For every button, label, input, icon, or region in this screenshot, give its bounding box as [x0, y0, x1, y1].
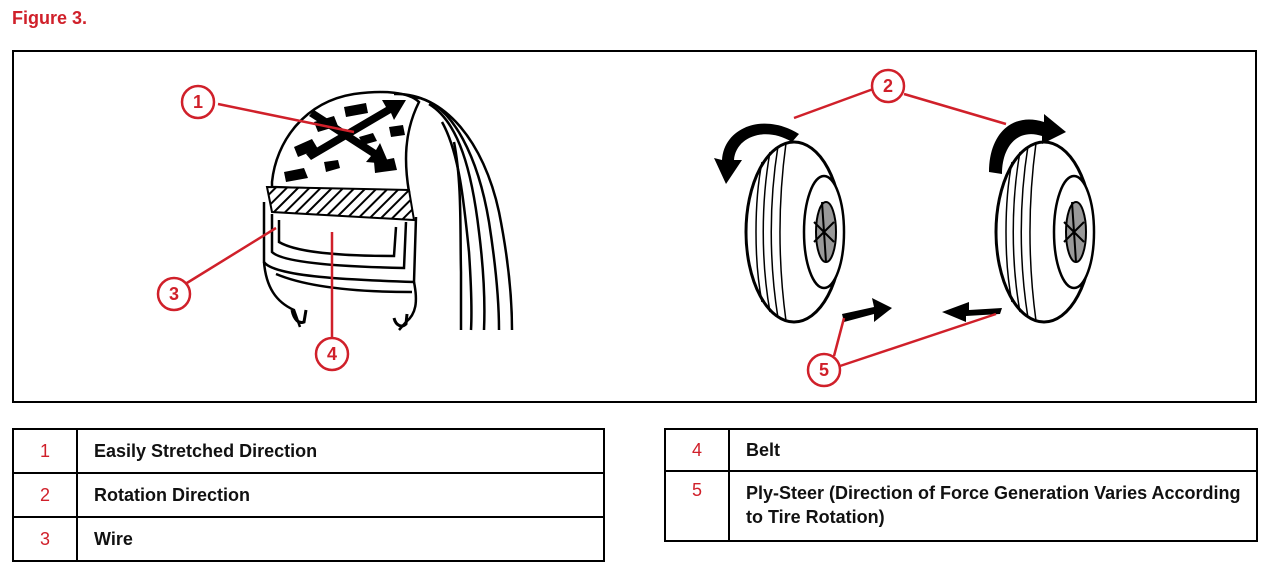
left-wheel-illustration	[744, 140, 846, 324]
svg-text:5: 5	[819, 360, 829, 380]
svg-text:3: 3	[169, 284, 179, 304]
callout-leaders-right	[793, 86, 1007, 368]
callout-leaders-left	[181, 102, 355, 344]
legend-label: Rotation Direction	[76, 472, 605, 518]
svg-text:4: 4	[327, 344, 337, 364]
legend-table-right: 4 Belt 5 Ply-Steer (Direction of Force G…	[664, 428, 1258, 542]
callout-5: 5	[806, 352, 842, 388]
legend-label: Wire	[76, 516, 605, 562]
legend-label: Easily Stretched Direction	[76, 428, 605, 474]
legend-row: 4 Belt	[664, 428, 1258, 472]
legend-row: 2 Rotation Direction	[12, 472, 605, 518]
legend-number: 1	[12, 428, 78, 474]
ply-steer-arrows	[842, 298, 1002, 322]
legend-label: Ply-Steer (Direction of Force Generation…	[728, 470, 1258, 542]
rotation-arrows	[714, 114, 1066, 184]
callout-3: 3	[156, 276, 192, 312]
legend-row: 3 Wire	[12, 516, 605, 562]
figure-title: Figure 3.	[12, 8, 88, 28]
legend-label: Belt	[728, 428, 1258, 472]
legend-number: 2	[12, 472, 78, 518]
callout-2: 2	[870, 68, 906, 104]
tire-diagram: 1 2 3 4 5	[156, 68, 1096, 388]
legend-table-left: 1 Easily Stretched Direction 2 Rotation …	[12, 428, 605, 562]
figure-illustration: 1 2 3 4 5	[12, 50, 1257, 403]
callout-1: 1	[180, 84, 216, 120]
right-wheel-illustration	[994, 140, 1096, 324]
legend-number: 3	[12, 516, 78, 562]
svg-text:2: 2	[883, 76, 893, 96]
svg-text:1: 1	[193, 92, 203, 112]
callout-4: 4	[314, 336, 350, 372]
legend-number: 4	[664, 428, 730, 472]
legend-number: 5	[664, 470, 730, 542]
tire-cutaway-illustration	[262, 90, 514, 331]
legend-row: 5 Ply-Steer (Direction of Force Generati…	[664, 470, 1258, 542]
legend-row: 1 Easily Stretched Direction	[12, 428, 605, 474]
